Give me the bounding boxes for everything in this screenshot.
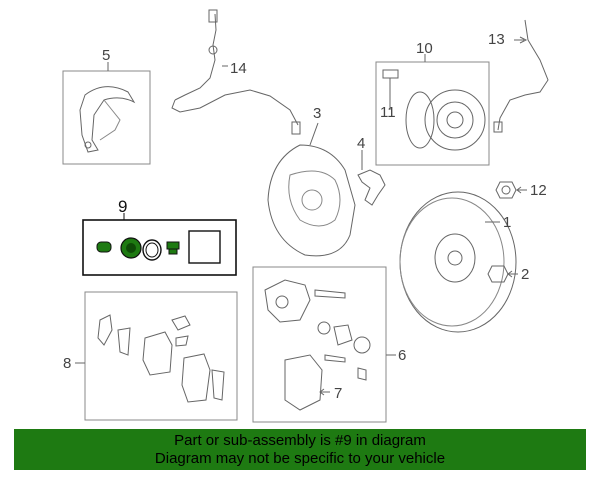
caliper-group[interactable] <box>252 266 396 423</box>
brake-shoe-group[interactable] <box>62 62 151 165</box>
kit-piston-seal <box>120 237 142 259</box>
callout-8: 8 <box>63 355 71 372</box>
callout-10: 10 <box>416 40 433 57</box>
kit-bushing <box>96 241 112 253</box>
nut-12[interactable] <box>495 181 527 199</box>
info-banner: Part or sub-assembly is #9 in diagram Di… <box>14 429 586 470</box>
nut-2[interactable] <box>487 265 518 283</box>
hub-group[interactable] <box>375 54 490 166</box>
callout-12: 12 <box>530 182 547 199</box>
callout-4: 4 <box>357 135 365 152</box>
cable[interactable] <box>493 19 549 133</box>
kit-dust-boot <box>142 239 162 261</box>
callout-11: 11 <box>380 104 396 121</box>
callout-9: 9 <box>118 197 127 216</box>
callout-3: 3 <box>313 105 321 122</box>
kit-pin <box>166 241 180 255</box>
banner-line-2: Diagram may not be specific to your vehi… <box>154 450 446 467</box>
callout-1: 1 <box>503 214 511 231</box>
brake-pad-group[interactable] <box>75 291 238 421</box>
callout-2: 2 <box>521 266 529 283</box>
bracket[interactable] <box>357 150 386 206</box>
callout-5: 5 <box>102 47 110 64</box>
callout-13: 13 <box>488 31 505 48</box>
callout-7: 7 <box>334 385 342 402</box>
brake-rotor[interactable] <box>399 191 517 333</box>
callout-14: 14 <box>230 60 247 77</box>
callout-6: 6 <box>398 347 406 364</box>
kit-grease-packet <box>188 230 221 264</box>
caliper-repair-kit[interactable] <box>82 213 237 276</box>
backing-plate[interactable] <box>267 122 356 257</box>
speed-sensor-wire[interactable] <box>171 9 301 135</box>
banner-line-1: Part or sub-assembly is #9 in diagram <box>174 432 426 449</box>
